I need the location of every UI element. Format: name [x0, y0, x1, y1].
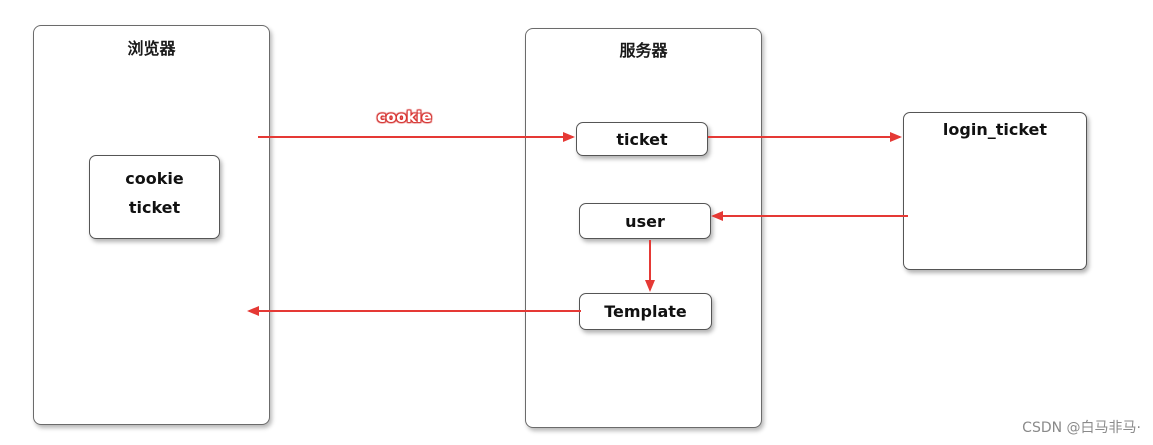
- watermark: CSDN @白马非马·: [1022, 420, 1141, 436]
- server-template-label: Template: [604, 302, 687, 321]
- browser-panel-title: 浏览器: [127, 39, 176, 58]
- cookie-edge-label: cookie: [377, 108, 432, 126]
- login-ticket-label: login_ticket: [942, 120, 1048, 139]
- browser-cookie-ticket-box: cookie ticket: [89, 155, 220, 239]
- server-user-label: user: [625, 211, 665, 231]
- server-ticket-label: ticket: [616, 129, 668, 149]
- login-ticket-box: login_ticket: [903, 112, 1087, 270]
- server-panel: 服务器: [525, 28, 762, 428]
- server-ticket-box: ticket: [576, 122, 708, 156]
- server-user-box: user: [579, 203, 711, 239]
- server-panel-title: 服务器: [619, 41, 668, 60]
- browser-cookie-label: cookie: [125, 169, 184, 188]
- server-template-box: Template: [579, 293, 712, 330]
- browser-ticket-label: ticket: [128, 198, 181, 217]
